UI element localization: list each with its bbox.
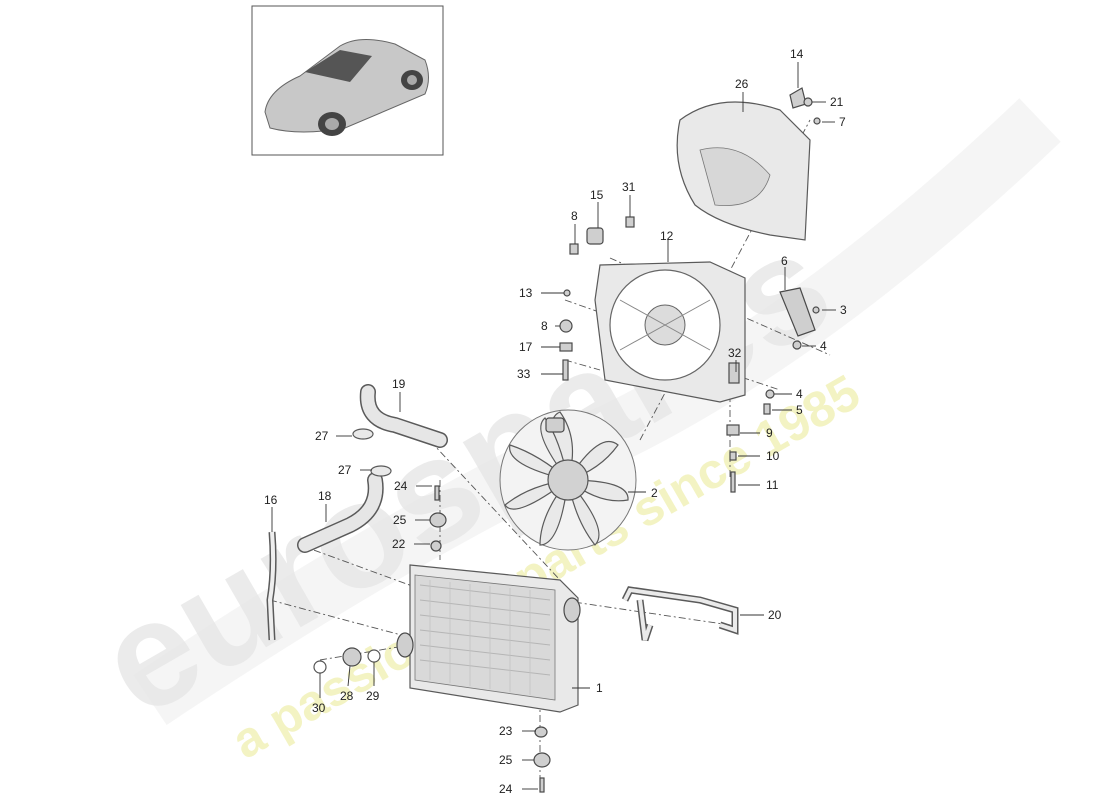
- label-25: 25: [393, 513, 407, 527]
- label-6: 6: [781, 254, 788, 268]
- radiator-icon: [396, 564, 581, 713]
- label-29: 29: [366, 689, 380, 703]
- car-icon: [264, 39, 429, 136]
- label-24: 24: [499, 782, 513, 796]
- label-26: 26: [735, 77, 749, 91]
- label-27: 27: [338, 463, 352, 477]
- label-12: 12: [660, 229, 674, 243]
- label-2: 2: [651, 486, 658, 500]
- label-21: 21: [830, 95, 844, 109]
- fan-shroud-upper: [676, 87, 811, 241]
- label-31: 31: [622, 180, 636, 194]
- label-23: 23: [499, 724, 513, 738]
- label-11: 11: [766, 478, 779, 492]
- part-labels: 1 2 3 4 4 5 6 7 8 8 9 10 11 12 13 14 15 …: [264, 47, 847, 796]
- label-17: 17: [519, 340, 533, 354]
- label-33: 33: [517, 367, 531, 381]
- label-4: 4: [820, 339, 827, 353]
- label-16: 16: [264, 493, 278, 507]
- small-parts: [429, 97, 821, 793]
- label-30: 30: [312, 701, 326, 715]
- label-14: 14: [790, 47, 804, 61]
- label-32: 32: [728, 346, 742, 360]
- label-22: 22: [392, 537, 406, 551]
- seals: [313, 647, 381, 674]
- label-25: 25: [499, 753, 513, 767]
- car-thumbnail: [251, 5, 444, 156]
- label-18: 18: [318, 489, 332, 503]
- label-9: 9: [766, 426, 773, 440]
- fan-frame: [594, 261, 746, 403]
- lower-hose: [297, 465, 392, 553]
- label-24: 24: [394, 479, 408, 493]
- label-3: 3: [840, 303, 847, 317]
- bracket: [779, 287, 816, 337]
- label-28: 28: [340, 689, 354, 703]
- label-10: 10: [766, 449, 780, 463]
- label-13: 13: [519, 286, 533, 300]
- fan-icon: [499, 409, 637, 551]
- label-27: 27: [315, 429, 329, 443]
- label-19: 19: [392, 377, 406, 391]
- label-20: 20: [768, 608, 782, 622]
- label-8: 8: [571, 209, 578, 223]
- label-15: 15: [590, 188, 604, 202]
- label-7: 7: [839, 115, 846, 129]
- leader-lines: [271, 62, 836, 790]
- bleed-hose: [266, 531, 277, 641]
- label-4: 4: [796, 387, 803, 401]
- label-1: 1: [596, 681, 603, 695]
- label-5: 5: [796, 403, 803, 417]
- coolant-pipe: [621, 586, 739, 642]
- upper-hose: [352, 384, 448, 448]
- label-8: 8: [541, 319, 548, 333]
